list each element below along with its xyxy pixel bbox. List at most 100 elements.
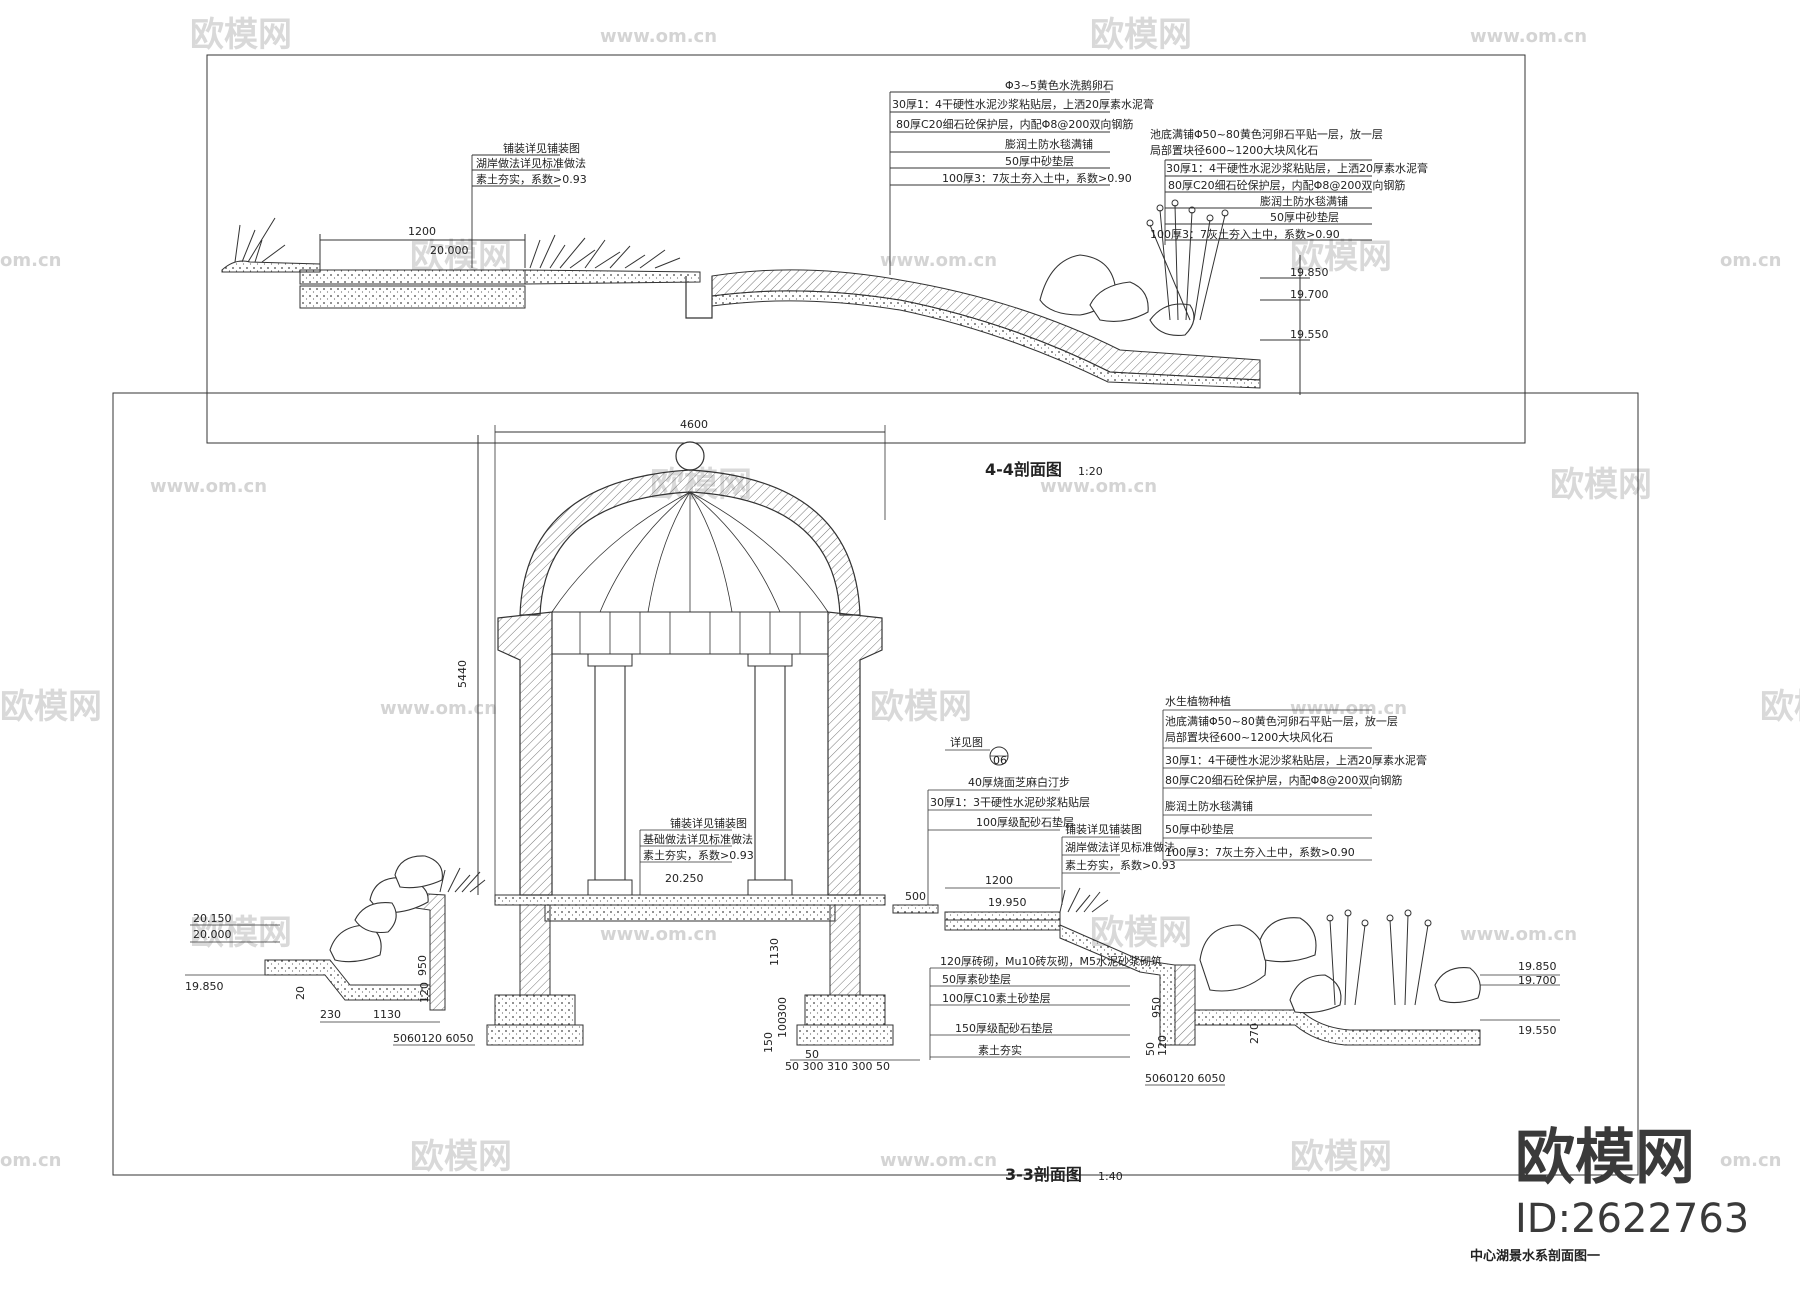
note-line: 30厚1：4干硬性水泥沙浆粘贴层，上洒20厚素水泥膏 bbox=[1166, 161, 1428, 175]
note-line: 基础做法详见标准做法 bbox=[643, 832, 753, 846]
note-line: 50厚中砂垫层 bbox=[1005, 154, 1074, 168]
dim-gazebo-height: 5440 bbox=[456, 660, 469, 688]
section-scale-4-4: 1:20 bbox=[1078, 465, 1103, 478]
watermark-url: www.om.cn bbox=[880, 250, 997, 271]
elev-3: 19.550 bbox=[1290, 328, 1329, 341]
notes-path-3-3: 铺装详见铺装图 湖岸做法详见标准做法 素土夯实，系数>0.93 bbox=[1061, 822, 1176, 905]
elev-top: 20.000 bbox=[430, 244, 469, 257]
note-line: 80厚C20细石砼保护层，内配Φ8@200双向钢筋 bbox=[896, 117, 1133, 131]
right-retaining-wall bbox=[1174, 964, 1196, 1046]
right-reeds bbox=[1326, 909, 1432, 1006]
note-line: 80厚C20细石砼保护层，内配Φ8@200双向钢筋 bbox=[1168, 178, 1405, 192]
notes-mid-4-4: Φ3~5黄色水洗鹅卵石 30厚1：4干硬性水泥沙浆粘贴层，上洒20厚素水泥膏 8… bbox=[889, 78, 1154, 275]
note-line: 膨润土防水毯满铺 bbox=[1005, 137, 1093, 151]
base-left bbox=[587, 879, 633, 896]
note-line: 膨润土防水毯满铺 bbox=[1260, 194, 1348, 208]
cornice-band bbox=[551, 611, 829, 655]
dim-right-base: 5060120 6050 bbox=[1145, 1072, 1225, 1085]
watermark-url: www.om.cn bbox=[600, 924, 717, 945]
dim-path-width: 1200 bbox=[985, 874, 1013, 887]
watermark-logo: 欧模网 bbox=[1290, 1137, 1392, 1177]
elev-1: 19.850 bbox=[1290, 266, 1329, 279]
dim-found-side: 50 bbox=[805, 1048, 819, 1061]
detail-label: 详见图 bbox=[950, 735, 983, 749]
section-title-4-4: 4-4剖面图 bbox=[985, 460, 1062, 479]
watermark-url: om.cn bbox=[0, 250, 61, 271]
footing-left bbox=[494, 994, 576, 1026]
left-pier bbox=[497, 611, 553, 896]
notes-right-4-4: 池底满铺Φ50~80黄色河卵石平贴一层，放一层 局部置块径600~1200大块风… bbox=[1150, 127, 1428, 245]
right-rocks bbox=[1199, 917, 1481, 1014]
note-line: 50厚中砂垫层 bbox=[1165, 822, 1234, 836]
grass-plants bbox=[234, 217, 681, 269]
gravel-base bbox=[299, 285, 526, 309]
note-line: 膨润土防水毯满铺 bbox=[1165, 799, 1253, 813]
dim-found-depth: 1130 bbox=[768, 938, 781, 966]
watermark-url: www.om.cn bbox=[150, 476, 267, 497]
brand-logo-text: 欧模网 bbox=[1515, 1123, 1695, 1193]
elev-left-b: 20.000 bbox=[193, 928, 232, 941]
base-right bbox=[747, 879, 793, 896]
note-line: 池底满铺Φ50~80黄色河卵石平贴一层，放一层 bbox=[1150, 127, 1383, 141]
lake-bed-base bbox=[711, 290, 1261, 389]
note-line: 40厚烧面芝麻白汀步 bbox=[968, 775, 1070, 789]
section-title-3-3: 3-3剖面图 bbox=[1005, 1165, 1082, 1184]
note-line: 铺装详见铺装图 bbox=[503, 141, 580, 155]
watermark-logo: 欧模网 bbox=[870, 687, 972, 727]
elev-right-2: 19.700 bbox=[1518, 974, 1557, 987]
watermark-url: www.om.cn bbox=[880, 1150, 997, 1171]
shore-fill bbox=[524, 269, 701, 285]
watermark-url: www.om.cn bbox=[1290, 698, 1407, 719]
finial bbox=[675, 441, 705, 471]
note-line: 水生植物种植 bbox=[1165, 694, 1231, 708]
watermark-logo: 欧模网 bbox=[1760, 687, 1800, 727]
note-line: 铺装详见铺装图 bbox=[670, 816, 747, 830]
note-line: 素土夯实，系数>0.93 bbox=[476, 172, 587, 186]
dim-left-wall: 950 bbox=[416, 955, 429, 976]
notes-left-4-4: 铺装详见铺装图 湖岸做法详见标准做法 素土夯实，系数>0.93 bbox=[471, 141, 587, 268]
watermark-logo: 欧模网 bbox=[1090, 15, 1192, 55]
path-base bbox=[944, 919, 1061, 931]
watermark-url: www.om.cn bbox=[1460, 924, 1577, 945]
foundation-left bbox=[519, 904, 551, 996]
paving-slab bbox=[299, 269, 526, 285]
inner-column-right bbox=[754, 664, 786, 881]
dim-right-h3: 270 bbox=[1248, 1023, 1261, 1044]
dim-right-h2: 50 bbox=[1144, 1042, 1157, 1056]
watermark-logo: 欧模网 bbox=[410, 1137, 512, 1177]
watermark-url: om.cn bbox=[1720, 1150, 1781, 1171]
elev-left-a: 20.150 bbox=[193, 912, 232, 925]
brand-id: ID:2622763 bbox=[1515, 1196, 1749, 1242]
note-line: 100厚3：7灰土夯入土中，系数>0.90 bbox=[1150, 227, 1340, 241]
note-line: 池底满铺Φ50~80黄色河卵石平贴一层，放一层 bbox=[1165, 714, 1398, 728]
note-line: 局部置块径600~1200大块风化石 bbox=[1150, 143, 1318, 157]
watermark-logo: 欧模网 bbox=[190, 913, 292, 953]
watermark-url: www.om.cn bbox=[1040, 476, 1157, 497]
dim-left-bottom-w1: 230 bbox=[320, 1008, 341, 1021]
dome-ribs bbox=[551, 491, 829, 613]
footing-base-left bbox=[486, 1024, 584, 1046]
note-line: 局部置块径600~1200大块风化石 bbox=[1165, 730, 1333, 744]
drawing-title: 中心湖景水系剖面图一 bbox=[1470, 1248, 1600, 1264]
elev-floor: 20.250 bbox=[665, 872, 704, 885]
water-levels bbox=[1260, 255, 1310, 395]
note-line: 铺装详见铺装图 bbox=[1065, 822, 1142, 836]
stepping-stone bbox=[892, 904, 939, 914]
watermark-url: www.om.cn bbox=[600, 26, 717, 47]
note-line: 80厚C20细石砼保护层，内配Φ8@200双向钢筋 bbox=[1165, 773, 1402, 787]
watermark-logo: 欧模网 bbox=[1550, 465, 1652, 505]
note-line: 湖岸做法详见标准做法 bbox=[476, 156, 586, 170]
elev-right-1: 19.850 bbox=[1518, 960, 1557, 973]
cornice-stripes bbox=[579, 612, 801, 654]
note-line: 100厚3：7灰土夯入土中，系数>0.90 bbox=[1165, 845, 1355, 859]
frame-section-3-3 bbox=[112, 392, 1639, 1176]
right-pier bbox=[827, 611, 883, 896]
dim-width: 1200 bbox=[408, 225, 436, 238]
dim-found-h3: 100 bbox=[776, 1017, 789, 1038]
watermark-url: www.om.cn bbox=[1470, 26, 1587, 47]
note-line: 素土夯实，系数>0.93 bbox=[1065, 858, 1176, 872]
note-line: 30厚1：4干硬性水泥沙浆粘贴层，上洒20厚素水泥膏 bbox=[892, 97, 1154, 111]
watermark-logo: 欧模网 bbox=[1290, 237, 1392, 277]
capital-left bbox=[587, 653, 633, 667]
